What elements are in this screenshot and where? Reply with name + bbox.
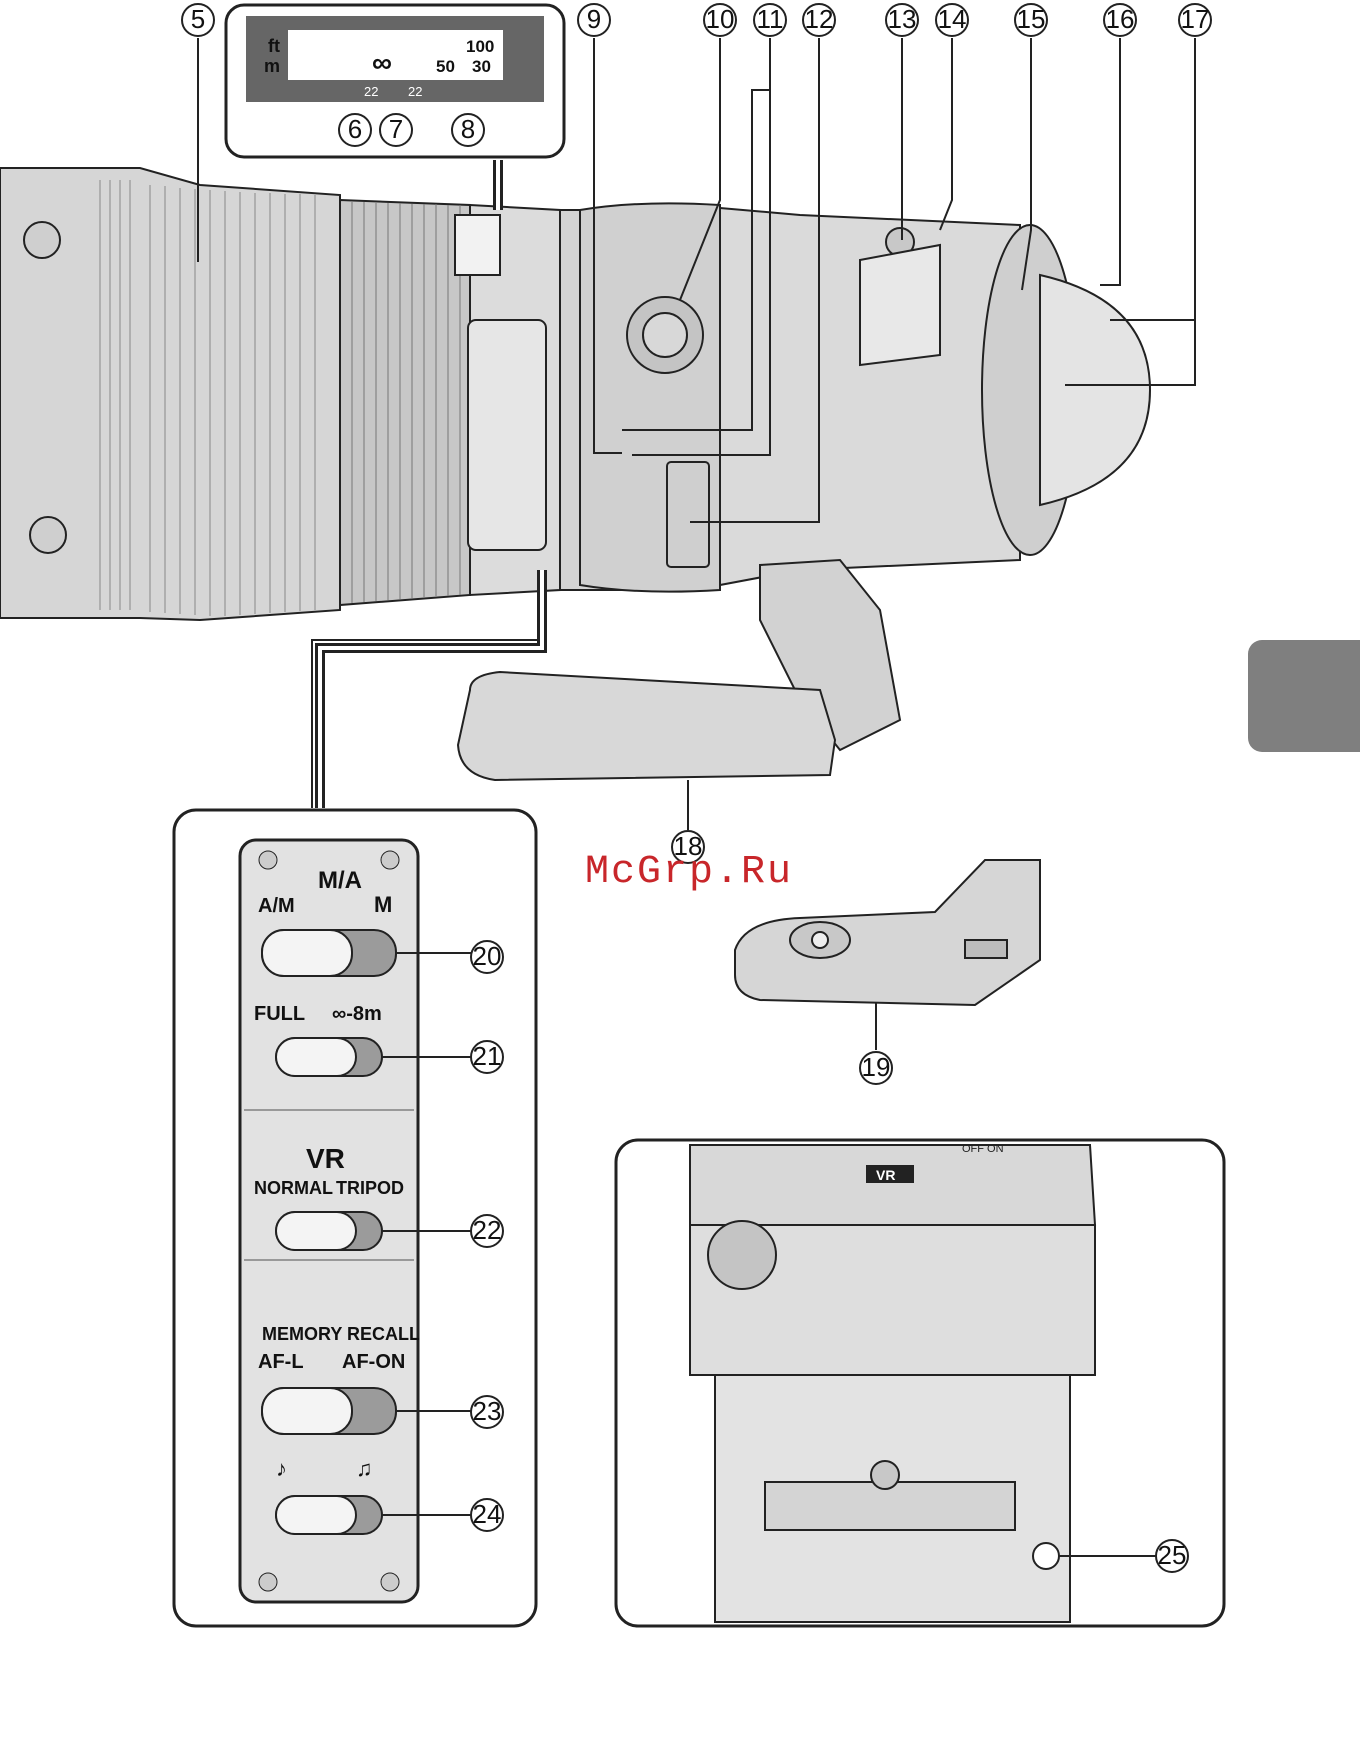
callout-number: 17 <box>1181 4 1210 34</box>
scale-100: 100 <box>466 37 494 56</box>
callout-number: 13 <box>888 4 917 34</box>
label-af-on: AF-ON <box>342 1351 405 1373</box>
index-22-left: 22 <box>364 84 378 99</box>
index-22-right: 22 <box>408 84 422 99</box>
vr-off-on: OFF ON <box>962 1143 1004 1155</box>
label-normal: NORMAL <box>254 1178 333 1198</box>
label-m-a: M/A <box>318 867 362 894</box>
callout-number: 14 <box>938 4 967 34</box>
label-inf-8m: ∞-8m <box>332 1003 382 1025</box>
label-vr: VR <box>306 1143 345 1174</box>
callout-number: 16 <box>1106 4 1135 34</box>
callout-number: 11 <box>757 4 784 34</box>
beep-off-icon: ♫ <box>356 1456 373 1481</box>
beep-on-icon: ♪ <box>276 1456 287 1481</box>
unit-m: m <box>264 56 280 76</box>
lens-illustration <box>0 168 1150 780</box>
callout-number: 21 <box>473 1041 502 1071</box>
label-tripod: TRIPOD <box>336 1178 404 1198</box>
callout-number: 22 <box>473 1215 502 1245</box>
label-m: M <box>374 892 392 917</box>
section-tab <box>1248 640 1360 752</box>
infinity-mark: ∞ <box>372 47 392 78</box>
callout-number: 19 <box>862 1052 891 1082</box>
callout-number: 23 <box>473 1396 502 1426</box>
unit-ft: ft <box>268 36 280 56</box>
label-a-m: A/M <box>258 895 295 917</box>
watermark: McGrp.Ru <box>585 850 793 895</box>
callout-number: 10 <box>706 4 735 34</box>
callout-number: 24 <box>473 1499 502 1529</box>
callout-number: 9 <box>587 4 601 34</box>
callout-number: 12 <box>805 4 834 34</box>
label-full: FULL <box>254 1003 305 1025</box>
vr-badge: VR <box>876 1167 895 1183</box>
scale-30: 30 <box>472 57 491 76</box>
callout-number: 20 <box>473 941 502 971</box>
label-memory-recall: MEMORY RECALL <box>262 1324 420 1344</box>
collar-detail-inset <box>616 1140 1224 1626</box>
callout-number: 15 <box>1017 4 1046 34</box>
callout-number: 8 <box>461 114 475 144</box>
callout-number: 7 <box>389 114 403 144</box>
scale-50: 50 <box>436 57 455 76</box>
label-af-l: AF-L <box>258 1351 304 1373</box>
callout-number: 25 <box>1158 1540 1187 1570</box>
callout-number: 5 <box>191 4 205 34</box>
callout-number: 6 <box>348 114 362 144</box>
